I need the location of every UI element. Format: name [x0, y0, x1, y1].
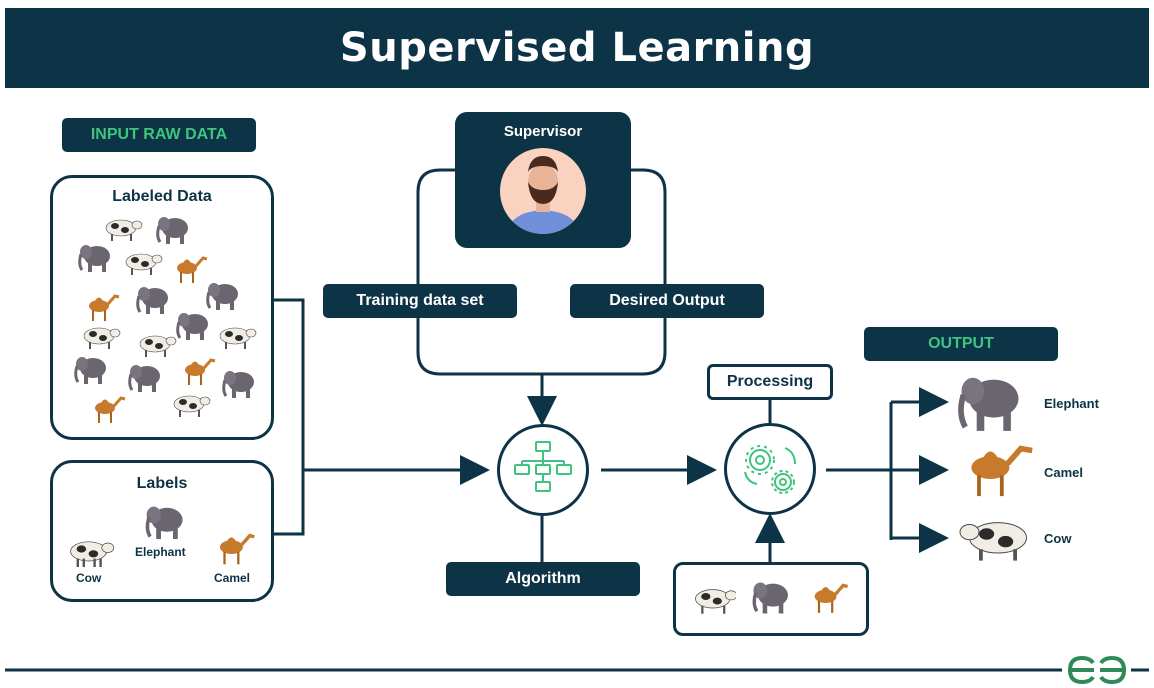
camel-icon — [219, 533, 255, 565]
processing-label: Processing — [707, 364, 833, 400]
camel-icon — [89, 294, 120, 321]
labeled-data-title: Labeled Data — [112, 188, 212, 205]
cow-icon — [125, 253, 163, 275]
cow-icon — [695, 589, 736, 614]
gears-cycle-icon — [744, 445, 796, 494]
cow-icon — [70, 541, 115, 567]
cow-icon — [959, 522, 1027, 561]
algorithm-node — [497, 424, 589, 516]
training-data-set-text: Training data set — [356, 292, 484, 309]
title-bar: Supervised Learning — [5, 8, 1149, 88]
desired-output-label: Desired Output — [570, 284, 764, 318]
camel-icon — [814, 583, 849, 613]
elephant-icon — [145, 506, 183, 539]
elephant-icon — [222, 371, 254, 398]
output-label: OUTPUT — [864, 327, 1058, 361]
cow-icon — [219, 327, 257, 349]
page-title: Supervised Learning — [339, 25, 815, 71]
cow-icon — [139, 335, 177, 357]
input-raw-data-label: INPUT RAW DATA — [62, 118, 256, 152]
algorithm-label: Algorithm — [446, 562, 640, 596]
cow-icon — [105, 219, 143, 241]
labeled-animals-herd — [74, 217, 257, 423]
processing-node — [724, 423, 816, 515]
labels-title: Labels — [136, 475, 188, 492]
label-camel-text: Camel — [214, 571, 251, 585]
camel-icon — [95, 396, 126, 423]
desired-output-text: Desired Output — [609, 292, 725, 309]
elephant-icon — [206, 283, 238, 310]
label-cow-text: Cow — [76, 571, 102, 585]
output-elephant-text: Elephant — [1044, 396, 1099, 411]
processing-text: Processing — [726, 373, 814, 390]
algorithm-text: Algorithm — [505, 570, 581, 587]
gfg-logo — [1067, 655, 1127, 685]
elephant-icon — [78, 245, 110, 272]
camel-icon — [971, 445, 1033, 497]
output-camel-text: Camel — [1044, 465, 1084, 480]
camel-icon — [185, 358, 216, 385]
elephant-icon — [136, 287, 168, 314]
cow-icon — [83, 327, 121, 349]
elephant-icon — [156, 217, 188, 244]
elephant-icon — [176, 313, 208, 340]
input-raw-data-text: INPUT RAW DATA — [90, 126, 228, 143]
output-text: OUTPUT — [928, 335, 994, 352]
training-data-set-label: Training data set — [323, 284, 517, 318]
supervisor-title: Supervisor — [503, 123, 583, 140]
elephant-icon — [752, 582, 788, 614]
labels-box: Labels Cow Elephant Camel — [50, 460, 274, 602]
output-cow-text: Cow — [1044, 531, 1072, 546]
supervisor-box: Supervisor — [455, 112, 631, 248]
labeled-data-box: Labeled Data — [50, 175, 274, 440]
elephant-icon — [74, 357, 106, 384]
cow-icon — [173, 395, 211, 417]
label-elephant-text: Elephant — [135, 545, 186, 559]
flowchart-icon — [514, 441, 572, 492]
elephant-icon — [128, 365, 160, 392]
person-avatar-icon — [500, 148, 586, 234]
camel-icon — [177, 256, 208, 283]
elephant-icon — [958, 377, 1019, 431]
new-data-box — [673, 562, 869, 636]
